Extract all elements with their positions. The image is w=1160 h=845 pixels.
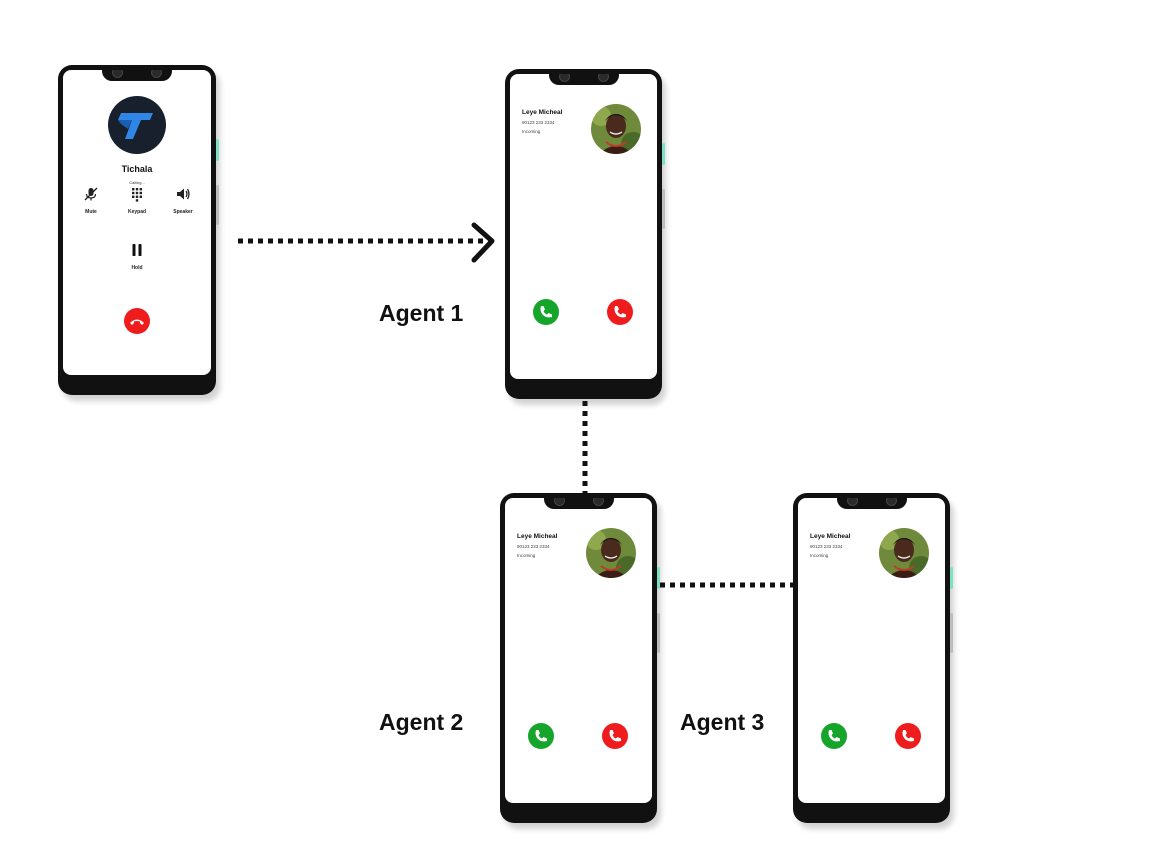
speaker-icon [177, 188, 190, 200]
hold-button[interactable]: Hold [117, 242, 157, 271]
call-status: Incoming [522, 129, 541, 134]
pause-icon [132, 244, 142, 256]
connector-agent2-to-agent3 [660, 582, 794, 588]
contact-name: Leye Micheal [517, 533, 558, 540]
phone-volume-button [662, 189, 665, 229]
brand-logo-icon [108, 96, 166, 154]
keypad-button[interactable]: Keypad [117, 186, 157, 215]
incoming-screen: Leye Micheal 90123 233 2334 Incoming [798, 498, 945, 803]
camera-icon [592, 498, 604, 506]
phone-notch [543, 498, 614, 509]
phone-decline-icon [609, 730, 621, 742]
avatar [879, 528, 929, 578]
phone-side-button [950, 567, 953, 589]
agent1-phone: Leye Micheal 90123 233 2334 Incoming [505, 69, 665, 399]
camera-icon [846, 498, 858, 506]
phone-side-button [216, 139, 219, 161]
hold-label: Hold [131, 265, 143, 271]
accept-call-button[interactable] [528, 723, 554, 749]
phone-side-button [662, 143, 665, 165]
phone-volume-button [950, 613, 953, 653]
agent3-label: Agent 3 [680, 709, 765, 735]
agent2-phone: Leye Micheal 90123 233 2334 Incoming [500, 493, 660, 823]
caller-phone: Tichala Calling... Mute Keypad [58, 65, 219, 395]
speaker-button[interactable]: Speaker [163, 186, 203, 215]
phone-side-button [657, 567, 660, 589]
avatar [586, 528, 636, 578]
phone-accept-icon [535, 730, 547, 742]
caller-name: Tichala [121, 164, 153, 174]
phone-volume-button [657, 613, 660, 653]
contact-number: 90123 233 2334 [522, 120, 555, 125]
accept-call-button[interactable] [533, 299, 559, 325]
phone-notch [836, 498, 907, 509]
phone-accept-icon [540, 306, 552, 318]
contact-name: Leye Micheal [810, 533, 851, 540]
incoming-screen: Leye Micheal 90123 233 2334 Incoming [505, 498, 652, 803]
phone-notch [102, 70, 172, 81]
camera-icon [553, 498, 565, 506]
connector-caller-to-agent1 [238, 222, 495, 263]
phone-notch [548, 74, 619, 85]
speaker-label: Speaker [173, 209, 193, 215]
connector-agent1-to-agent2 [582, 401, 588, 493]
decline-call-button[interactable] [602, 723, 628, 749]
camera-icon [112, 70, 123, 78]
agent3-phone: Leye Micheal 90123 233 2334 Incoming [793, 493, 953, 823]
camera-icon [597, 74, 609, 82]
incoming-screen: Leye Micheal 90123 233 2334 Incoming [510, 74, 657, 379]
contact-number: 90123 233 2334 [810, 544, 843, 549]
phone-decline-icon [614, 306, 626, 318]
caller-screen: Tichala Calling... Mute Keypad [63, 70, 211, 375]
contact-number: 90123 233 2334 [517, 544, 550, 549]
keypad-label: Keypad [127, 209, 147, 215]
phone-accept-icon [828, 730, 840, 742]
accept-call-button[interactable] [821, 723, 847, 749]
decline-call-button[interactable] [607, 299, 633, 325]
mute-label: Mute [85, 209, 97, 215]
arrow-head-icon [471, 222, 495, 263]
camera-icon [151, 70, 162, 78]
contact-name: Leye Micheal [522, 109, 563, 116]
keypad-icon [132, 188, 142, 202]
mute-button[interactable]: Mute [71, 186, 111, 215]
decline-call-button[interactable] [895, 723, 921, 749]
avatar [591, 104, 641, 154]
phone-hangup-icon [130, 319, 144, 325]
camera-icon [885, 498, 897, 506]
phone-decline-icon [902, 730, 914, 742]
hangup-button[interactable] [124, 308, 150, 334]
call-status: Incoming [517, 553, 536, 558]
agent2-label: Agent 2 [379, 709, 464, 735]
agent1-label: Agent 1 [379, 300, 464, 326]
call-status: Calling... [129, 180, 145, 185]
camera-icon [558, 74, 570, 82]
phone-volume-button [216, 185, 219, 225]
call-status: Incoming [810, 553, 829, 558]
mute-icon [84, 187, 98, 201]
